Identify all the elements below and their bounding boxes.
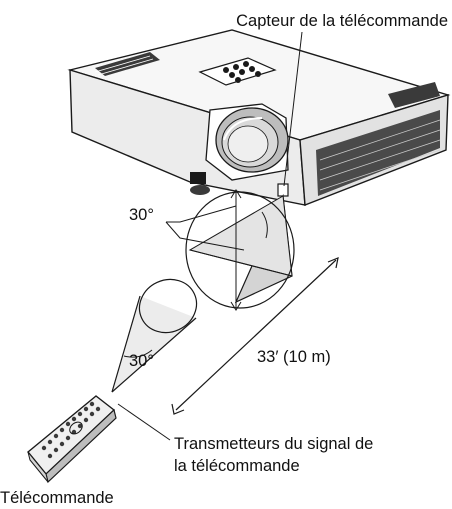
sensor-leader (283, 31, 303, 187)
sensor-label: Capteur de la télécommande (236, 12, 448, 30)
top-vent-right (388, 82, 440, 108)
distance-arrow (171, 257, 339, 415)
transmitter-label-line1: Transmetteurs du signal de (174, 435, 373, 453)
reception-cone (185, 189, 295, 311)
transmission-cone (111, 278, 198, 393)
transmitter-label-line2: la télécommande (174, 457, 300, 475)
projector-illustration (67, 29, 451, 206)
side-vent-grid (316, 110, 441, 196)
angle-top-label: 30° (129, 206, 154, 224)
angle-bottom-label: 30° (129, 352, 154, 370)
lens (205, 103, 289, 181)
distance-label: 33′ (10 m) (257, 348, 331, 366)
remote-sensor (277, 183, 289, 197)
transmitter-leader (117, 403, 171, 441)
remote-control (27, 395, 117, 484)
top-vent-left (94, 52, 160, 76)
adjuster-foot (190, 172, 210, 195)
control-panel (198, 57, 277, 86)
angle-top-leaders (165, 205, 245, 251)
remote-label: Télécommande (0, 489, 114, 507)
